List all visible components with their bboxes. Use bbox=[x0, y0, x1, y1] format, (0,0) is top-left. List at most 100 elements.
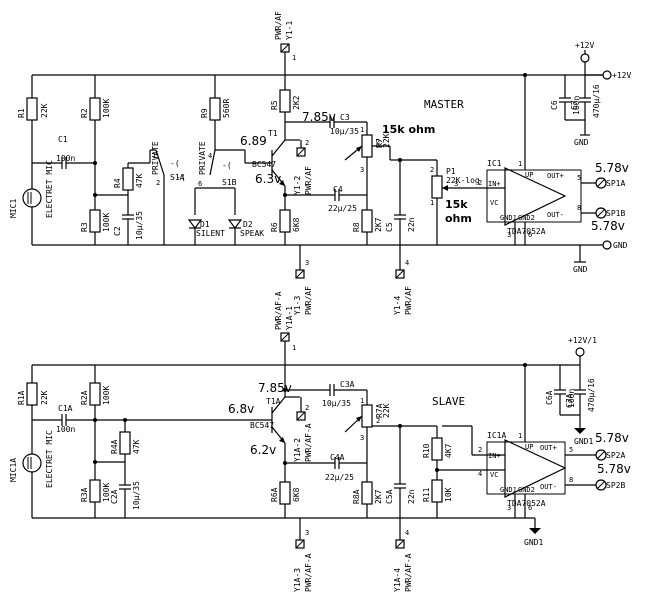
svg-text:C4: C4 bbox=[333, 185, 343, 194]
svg-text:3: 3 bbox=[507, 504, 511, 512]
svg-text:5: 5 bbox=[577, 174, 581, 182]
resistor-r9 bbox=[209, 97, 221, 121]
svg-text:IN+: IN+ bbox=[488, 180, 501, 188]
svg-text:C5: C5 bbox=[385, 222, 394, 232]
svg-text:BC547: BC547 bbox=[250, 421, 274, 430]
svg-text:4: 4 bbox=[405, 529, 409, 537]
svg-text:3: 3 bbox=[360, 434, 364, 442]
annotation-slave-6-8v: 6.8v bbox=[228, 402, 254, 416]
svg-text:2: 2 bbox=[305, 404, 309, 412]
annotation-slave-out-b: 5.78v bbox=[597, 462, 631, 476]
svg-text:100K: 100K bbox=[102, 386, 111, 405]
slave-circuit: 1 PWR/AF-A Y1A-1 R1A 22K R2A 100K R3A 10… bbox=[9, 291, 631, 592]
svg-text:PWR/AF: PWR/AF bbox=[304, 286, 313, 315]
svg-text:SP1A: SP1A bbox=[606, 179, 625, 188]
svg-text:R3A: R3A bbox=[80, 487, 89, 502]
svg-text:SP2A: SP2A bbox=[606, 451, 625, 460]
led-d2 bbox=[227, 219, 243, 229]
annotation-7-85v: 7.85v bbox=[302, 110, 336, 124]
svg-text:SP2B: SP2B bbox=[606, 481, 625, 490]
svg-text:5: 5 bbox=[569, 446, 573, 454]
svg-text:Y1A-1: Y1A-1 bbox=[285, 306, 294, 330]
svg-text:2K7: 2K7 bbox=[374, 489, 383, 504]
svg-text:C3A: C3A bbox=[340, 380, 355, 389]
svg-text:R9: R9 bbox=[200, 108, 209, 118]
svg-text:R1: R1 bbox=[17, 108, 26, 118]
svg-text:P1: P1 bbox=[446, 167, 456, 176]
svg-text:10μ/35: 10μ/35 bbox=[132, 481, 141, 510]
resistor-r8 bbox=[361, 209, 373, 233]
resistor-r10 bbox=[431, 437, 443, 461]
resistor-r3 bbox=[89, 209, 101, 233]
svg-text:UP: UP bbox=[525, 171, 533, 179]
svg-text:22μ/25: 22μ/25 bbox=[328, 204, 357, 213]
svg-text:22n: 22n bbox=[407, 217, 416, 232]
resistor-r11 bbox=[431, 479, 443, 503]
svg-text:1: 1 bbox=[292, 54, 296, 62]
svg-text:R11: R11 bbox=[422, 487, 431, 502]
svg-text:3: 3 bbox=[305, 529, 309, 537]
svg-text:R10: R10 bbox=[422, 443, 431, 458]
annotation-15k: 15k bbox=[445, 198, 468, 211]
svg-text:ELECTRET MIC: ELECTRET MIC bbox=[45, 430, 54, 488]
svg-text:GND1: GND1 bbox=[500, 486, 517, 494]
annotation-6-89: 6.89 bbox=[240, 134, 267, 148]
master-circuit: 1 PWR/AF Y1-1 R1 22K R2 100K R3 100K MIC… bbox=[9, 11, 631, 315]
svg-text:22K-log: 22K-log bbox=[446, 176, 480, 185]
svg-text:TDA7052A: TDA7052A bbox=[507, 499, 546, 508]
svg-text:PWR/AF: PWR/AF bbox=[304, 166, 313, 195]
svg-text:6: 6 bbox=[198, 180, 202, 188]
svg-text:SPEAK: SPEAK bbox=[240, 229, 264, 238]
svg-text:IN+: IN+ bbox=[488, 452, 501, 460]
svg-text:MIC1: MIC1 bbox=[9, 199, 18, 218]
trimmer-r7a bbox=[361, 404, 373, 428]
svg-text:+12V: +12V bbox=[575, 41, 594, 50]
annotation-slave-7-85v: 7.85v bbox=[258, 381, 292, 395]
svg-text:GND1: GND1 bbox=[524, 538, 543, 547]
svg-text:R3: R3 bbox=[80, 222, 89, 232]
svg-text:R2: R2 bbox=[80, 108, 89, 118]
svg-text:C7: C7 bbox=[570, 100, 579, 110]
svg-text:PRIVATE: PRIVATE bbox=[151, 141, 160, 175]
svg-text:C7A: C7A bbox=[565, 393, 574, 408]
svg-text:100n: 100n bbox=[56, 154, 75, 163]
svg-text:PWR/AF-A: PWR/AF-A bbox=[274, 291, 283, 330]
svg-text:R8A: R8A bbox=[352, 489, 361, 504]
svg-text:Y1-3: Y1-3 bbox=[293, 296, 302, 315]
svg-text:C6: C6 bbox=[550, 100, 559, 110]
svg-text:8: 8 bbox=[577, 204, 581, 212]
svg-text:C3: C3 bbox=[340, 113, 350, 122]
svg-text:C4A: C4A bbox=[330, 453, 345, 462]
svg-text:Y1A-2: Y1A-2 bbox=[293, 438, 302, 462]
svg-text:6K8: 6K8 bbox=[292, 217, 301, 232]
svg-text:2: 2 bbox=[478, 446, 482, 454]
svg-text:T1: T1 bbox=[268, 129, 278, 138]
svg-text:PWR/AF-A: PWR/AF-A bbox=[304, 423, 313, 462]
svg-text:6: 6 bbox=[528, 504, 532, 512]
svg-text:4K7: 4K7 bbox=[444, 443, 453, 458]
svg-text:2: 2 bbox=[430, 166, 434, 174]
svg-text:R1A: R1A bbox=[17, 390, 26, 405]
svg-text:47K: 47K bbox=[132, 439, 141, 454]
svg-text:560R: 560R bbox=[222, 99, 231, 118]
svg-text:PRIVATE: PRIVATE bbox=[198, 141, 207, 175]
svg-text:PWR/AF: PWR/AF bbox=[404, 286, 413, 315]
annotation-15k-ohm: 15k ohm bbox=[382, 123, 435, 136]
svg-text:100n: 100n bbox=[56, 425, 75, 434]
resistor-r2a bbox=[89, 382, 101, 406]
svg-text:C2: C2 bbox=[113, 226, 122, 236]
annotation-ohm: ohm bbox=[445, 212, 472, 225]
svg-text:22K: 22K bbox=[382, 133, 391, 148]
svg-text:1: 1 bbox=[430, 199, 434, 207]
svg-text:C1: C1 bbox=[58, 135, 68, 144]
svg-text:1: 1 bbox=[360, 126, 364, 134]
amplifier-ic1 bbox=[504, 167, 567, 226]
svg-text:IC1A: IC1A bbox=[487, 431, 506, 440]
svg-text:100n: 100n bbox=[567, 389, 576, 408]
resistor-r2 bbox=[89, 97, 101, 121]
svg-text:100K: 100K bbox=[102, 483, 111, 502]
svg-text:1: 1 bbox=[518, 160, 522, 168]
svg-text:470μ/16: 470μ/16 bbox=[587, 378, 596, 412]
svg-text:10μ/35: 10μ/35 bbox=[322, 399, 351, 408]
